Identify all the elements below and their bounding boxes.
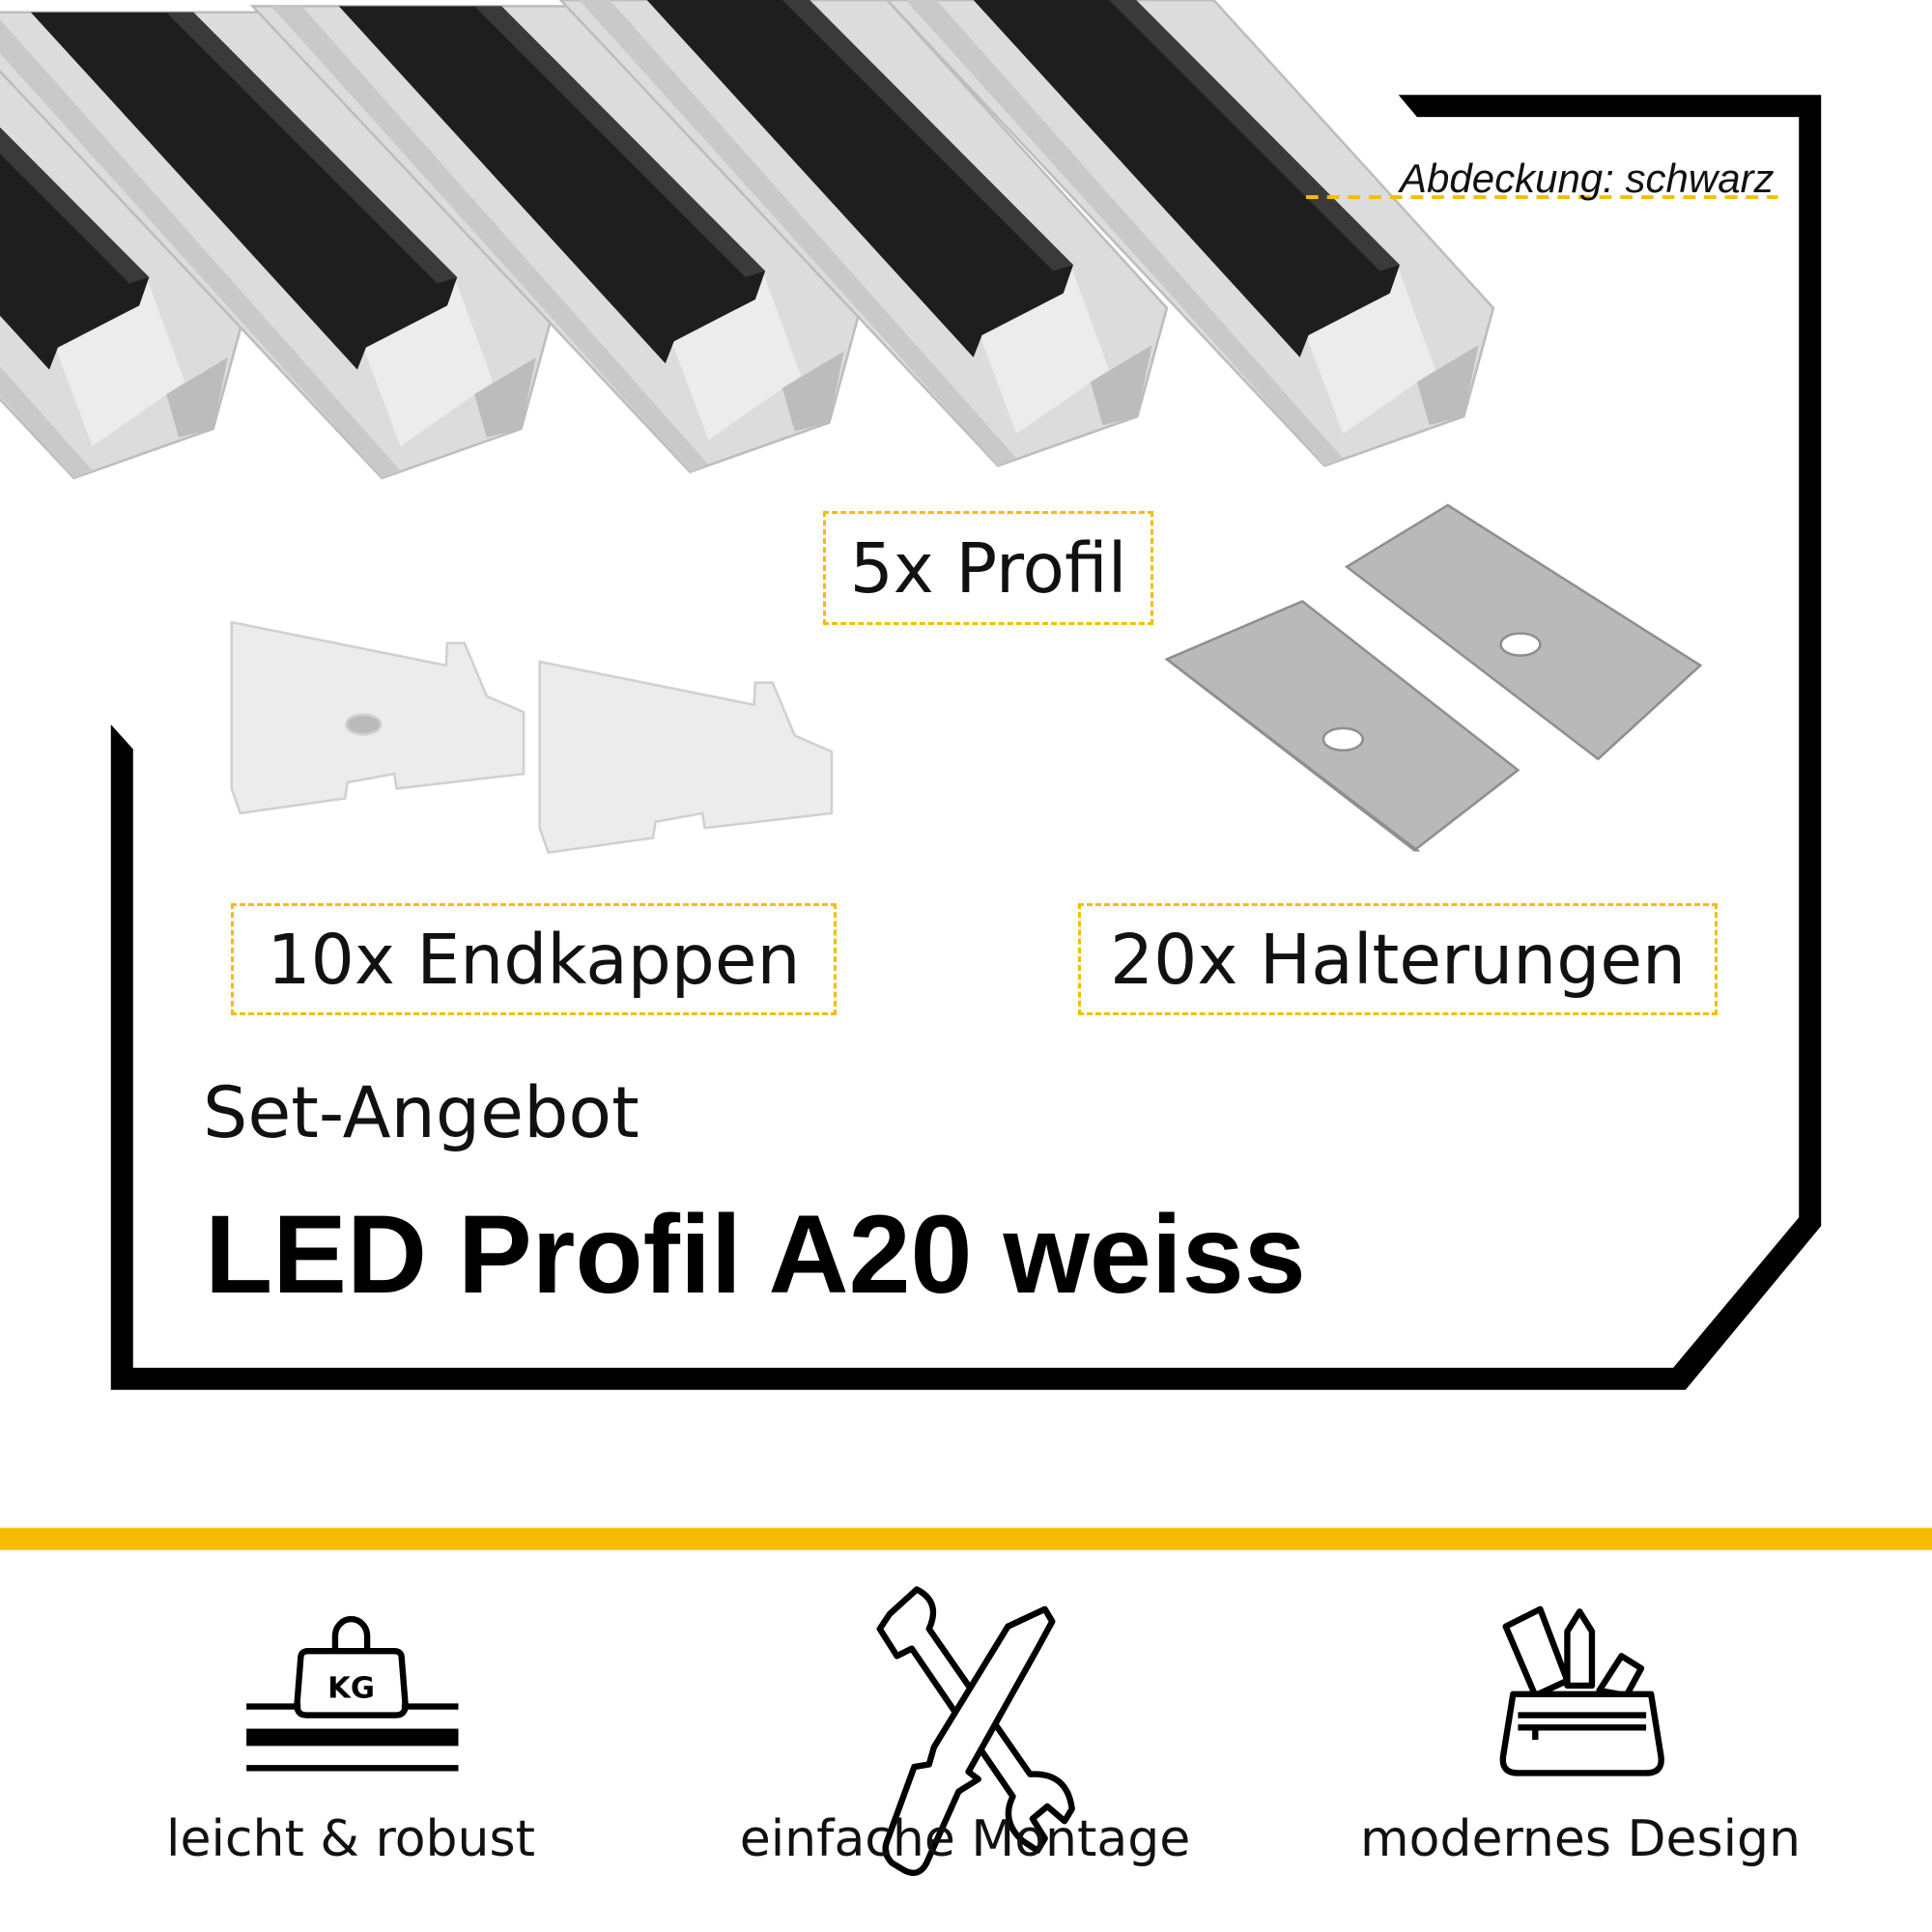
- weight-kg-icon: KG: [246, 1615, 459, 1772]
- product-title: LED Profil A20 weiss: [205, 1193, 1306, 1317]
- feature-label-light: leicht & robust: [166, 1810, 535, 1868]
- bracket-image: [1164, 503, 1703, 852]
- contents-profiles: 5x Profil: [849, 527, 1127, 609]
- contents-endcaps-box: 10x Endkappen: [231, 903, 837, 1015]
- wrench-screwdriver-icon: [876, 1586, 1075, 1876]
- cover-note: Abdeckung: schwarz: [1400, 156, 1775, 201]
- pencil-case-icon: [1499, 1605, 1664, 1776]
- product-subtitle: Set-Angebot: [203, 1072, 639, 1154]
- contents-brackets-box: 20x Halterungen: [1078, 903, 1718, 1015]
- feature-label-design: modernes Design: [1359, 1810, 1802, 1868]
- endcap-image: [230, 620, 834, 855]
- svg-text:KG: KG: [327, 1672, 375, 1706]
- contents-profiles-box: 5x Profil: [823, 511, 1153, 625]
- contents-brackets: 20x Halterungen: [1109, 919, 1686, 1000]
- contents-endcaps: 10x Endkappen: [267, 919, 801, 1000]
- profile-image: [0, 0, 1495, 480]
- accent-band: [0, 1527, 1932, 1550]
- feature-label-mounting: einfache Montage: [739, 1810, 1191, 1868]
